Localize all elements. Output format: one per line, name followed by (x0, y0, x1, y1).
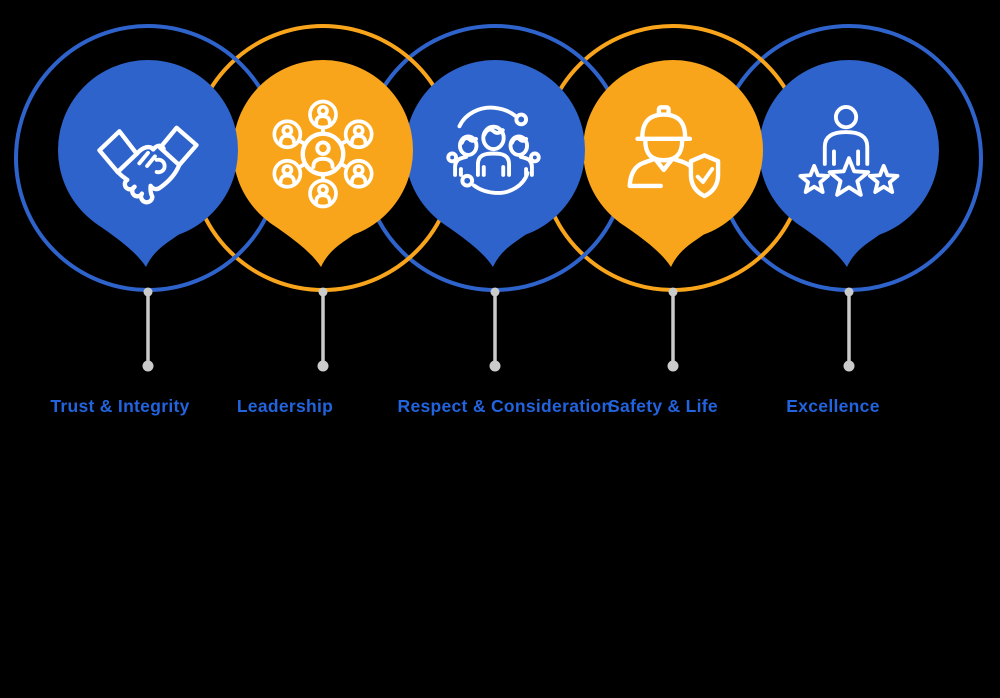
worker-safety-icon (618, 100, 725, 199)
value-label-safety: Safety & Life (608, 396, 718, 416)
connector-line (843, 287, 855, 372)
people-network-icon (270, 99, 376, 209)
value-pin-excellence (754, 58, 944, 273)
connector-lines (142, 287, 855, 372)
pin-bubble (58, 60, 238, 267)
value-label-leadership: Leadership (236, 396, 334, 416)
pin-bubble (759, 60, 939, 267)
value-pin-safety (578, 58, 768, 273)
connector-line (489, 287, 501, 372)
connector-line (142, 287, 154, 372)
handshake-icon (96, 120, 200, 205)
team-cycle-icon (440, 100, 547, 207)
value-label-excellence: Excellence (786, 396, 880, 416)
connector-line (317, 287, 329, 372)
value-pin-trust (53, 58, 243, 273)
person-rating-stars-icon (791, 100, 903, 197)
value-label-respect: Respect & Consideration (397, 396, 613, 416)
pin-bubble (583, 60, 763, 267)
connector-line (667, 287, 679, 372)
value-label-trust: Trust & Integrity (50, 396, 190, 416)
